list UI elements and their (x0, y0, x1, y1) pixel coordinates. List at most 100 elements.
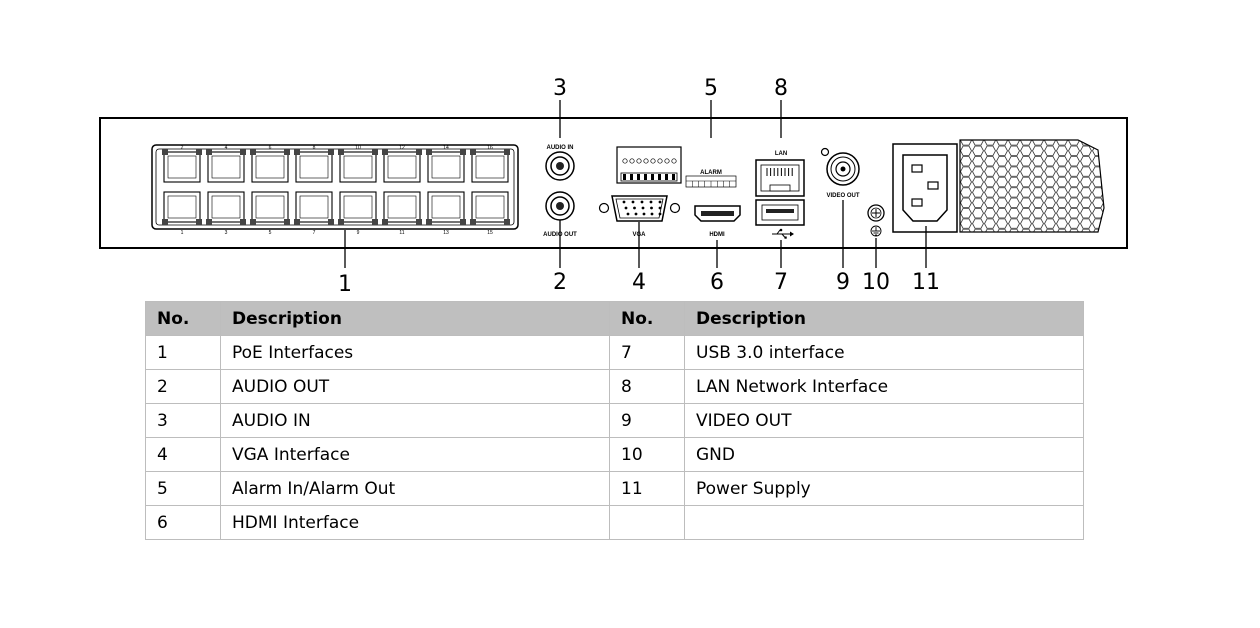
terminal-hole (636, 158, 642, 164)
callout-9: 9 (836, 270, 850, 295)
header-description: Description (684, 301, 1084, 336)
port-led (372, 149, 378, 155)
hdmi-port (694, 205, 741, 222)
terminal-hole (657, 158, 663, 164)
vga-pin (658, 200, 662, 204)
port-led (460, 219, 466, 225)
cell-no: 8 (609, 369, 685, 404)
port-led (504, 219, 510, 225)
cell-description (684, 505, 1084, 540)
rj45-port (426, 191, 466, 225)
table-row: 3 AUDIO IN 9 VIDEO OUT (145, 403, 1084, 438)
rj45-port (338, 149, 378, 183)
header-no: No. (145, 301, 221, 336)
port-number: 2 (181, 145, 184, 151)
terminal-hole (629, 158, 635, 164)
interface-table-container: No. Description No. Description 1 PoE In… (145, 301, 1084, 540)
port-led (416, 149, 422, 155)
port-led (426, 149, 432, 155)
interface-table: No. Description No. Description 1 PoE In… (145, 301, 1084, 540)
port-led (382, 149, 388, 155)
port-number: 5 (269, 230, 272, 236)
cell-description: HDMI Interface (220, 505, 610, 540)
port-number: 7 (313, 230, 316, 236)
terminal-hole (664, 158, 670, 164)
callout-4: 4 (632, 270, 646, 295)
cell-description: PoE Interfaces (220, 335, 610, 370)
port-number: 1 (181, 230, 184, 236)
port-led (382, 219, 388, 225)
port-led (206, 149, 212, 155)
port-led (284, 219, 290, 225)
terminal-hole (643, 158, 649, 164)
video-out-bnc-port (820, 147, 860, 186)
terminal-hole (622, 158, 628, 164)
alarm-terminal (616, 146, 737, 188)
power-supply-inlet (892, 143, 958, 233)
callout-10: 10 (862, 270, 890, 295)
cell-no: 2 (145, 369, 221, 404)
callout-1: 1 (338, 272, 352, 297)
header-no: No. (609, 301, 685, 336)
table-header-row: No. Description No. Description (145, 301, 1084, 336)
port-led (470, 149, 476, 155)
terminal-pin (651, 174, 654, 180)
port-number: 11 (399, 230, 404, 236)
port-led (196, 149, 202, 155)
terminal-hole (650, 158, 656, 164)
lan-port (755, 159, 805, 197)
port-led (470, 219, 476, 225)
vga-pin (633, 206, 636, 210)
audio-in-port (545, 151, 575, 181)
terminal-hole (671, 158, 677, 164)
vga-pin (624, 206, 628, 210)
vga-pin (640, 200, 644, 204)
cell-no: 6 (145, 505, 221, 540)
port-led (338, 149, 344, 155)
port-led (294, 149, 300, 155)
rj45-port (338, 191, 378, 225)
port-number: 4 (225, 145, 228, 151)
cell-no: 7 (609, 335, 685, 370)
alarm-label: ALARM (700, 170, 722, 176)
port-number: 6 (269, 145, 272, 151)
rj45-port (470, 149, 510, 183)
port-number: 9 (357, 230, 360, 236)
cell-no (609, 505, 685, 540)
cell-no: 5 (145, 471, 221, 506)
port-led (372, 219, 378, 225)
callout-6: 6 (710, 270, 724, 295)
gnd-screw (867, 204, 885, 222)
port-led (162, 149, 168, 155)
ground-icon (870, 225, 882, 237)
port-led (162, 219, 168, 225)
vga-pin (622, 200, 626, 204)
rj45-port (162, 191, 202, 225)
port-led (328, 149, 334, 155)
rj45-port (470, 191, 510, 225)
rj45-port (206, 149, 246, 183)
callout-11: 11 (912, 270, 940, 295)
cell-description: AUDIO IN (220, 403, 610, 438)
port-led (328, 219, 334, 225)
port-number: 16 (487, 145, 493, 151)
vga-pin (631, 200, 635, 204)
vga-pin (658, 212, 662, 216)
terminal-pin (658, 174, 661, 180)
cell-description: LAN Network Interface (684, 369, 1084, 404)
port-number: 14 (443, 145, 449, 151)
vga-pin (649, 200, 653, 204)
rj45-port (426, 149, 466, 183)
table-row: 1 PoE Interfaces 7 USB 3.0 interface (145, 335, 1084, 370)
callout-lines (344, 100, 927, 268)
rj45-port (250, 191, 290, 225)
terminal-pin (630, 174, 633, 180)
cell-description: AUDIO OUT (220, 369, 610, 404)
table-row: 4 VGA Interface 10 GND (145, 437, 1084, 472)
rj45-port (294, 191, 334, 225)
port-led (250, 149, 256, 155)
cell-description: VIDEO OUT (684, 403, 1084, 438)
vga-pin (650, 206, 653, 210)
